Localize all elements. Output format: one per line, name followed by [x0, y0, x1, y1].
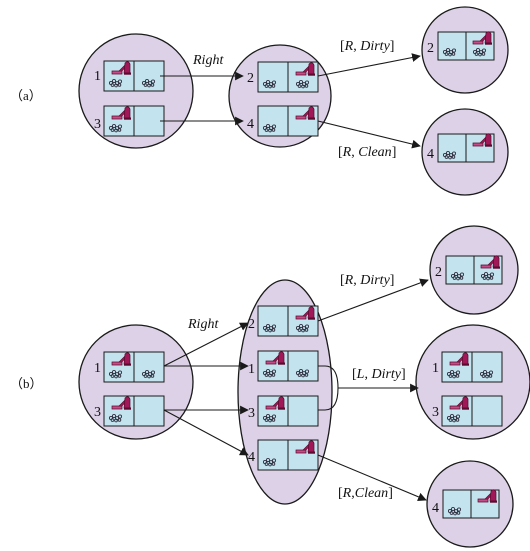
belief-state-b-start: 1 3	[78, 324, 194, 440]
part-label-b: （b）	[10, 376, 43, 391]
edge-label-r-dirty: [R, Dirty]	[340, 39, 394, 54]
arrow-b-right-1-to-2	[163, 322, 249, 367]
belief-state-a-start: 1 3	[78, 33, 194, 149]
room-right	[287, 350, 319, 382]
room-right	[133, 60, 165, 92]
world-state: 3	[432, 395, 503, 427]
belief-state-a-clean: 4	[421, 108, 509, 196]
state-number: 4	[427, 147, 434, 162]
room-right	[133, 351, 165, 383]
world-state: 1	[94, 351, 165, 383]
room-right	[471, 351, 503, 383]
world-state: 3	[94, 105, 165, 137]
state-number: 3	[248, 406, 255, 421]
arrow-a-clean	[317, 120, 421, 149]
world-state: 4	[248, 439, 319, 471]
belief-state-b-l-dirty: 1 3	[415, 324, 530, 440]
state-number: 1	[432, 361, 439, 376]
belief-state-b-after-right: 2 1 3 4	[237, 279, 333, 505]
state-number: 3	[94, 117, 101, 132]
room-right	[133, 105, 165, 137]
room-right	[471, 395, 503, 427]
state-number: 2	[427, 41, 434, 56]
world-state: 4	[247, 105, 319, 137]
room-right	[465, 31, 495, 61]
belief-state-b-r-dirty: 2	[429, 225, 519, 315]
state-number: 3	[432, 405, 439, 420]
state-number: 1	[94, 69, 101, 84]
world-state: 2	[247, 61, 319, 93]
world-state: 3	[94, 395, 165, 427]
room-left	[445, 255, 475, 285]
state-number: 2	[248, 317, 255, 332]
world-state: 3	[248, 395, 319, 427]
world-state: 2	[248, 305, 319, 337]
edge-label-right: Right	[192, 53, 224, 68]
room-right	[287, 395, 319, 427]
state-number: 4	[432, 501, 439, 516]
edge-label-r-clean: [R, Clean]	[338, 145, 396, 160]
edge-label-right: Right	[187, 317, 219, 332]
state-number: 3	[94, 405, 101, 420]
belief-state-b-r-clean: 4	[426, 460, 514, 548]
state-number: 4	[248, 450, 255, 465]
state-number: 2	[435, 265, 442, 280]
world-state: 1	[432, 351, 503, 383]
world-state: 1	[94, 60, 165, 92]
world-state: 1	[248, 350, 319, 382]
edge-label-r-clean: [R,Clean]	[338, 486, 393, 501]
arrow-b-r-dirty	[317, 278, 429, 322]
state-number: 4	[247, 117, 254, 132]
state-number: 2	[247, 71, 254, 86]
arrow-b-right-3-to-4	[163, 409, 249, 456]
room-right	[133, 395, 165, 427]
edge-label-r-dirty: [R, Dirty]	[340, 273, 394, 288]
edge-label-l-dirty: [L, Dirty]	[352, 367, 406, 382]
room-left	[437, 31, 467, 61]
arrow-a-dirty	[317, 53, 421, 77]
belief-state-a-dirty: 2	[421, 6, 509, 94]
belief-state-a-after-right: 2 4	[228, 44, 332, 148]
state-number: 1	[248, 362, 255, 377]
state-number: 1	[94, 361, 101, 376]
arrow-b-r-clean	[317, 454, 427, 502]
room-left	[257, 439, 289, 471]
part-label-a: （a）	[10, 88, 42, 103]
